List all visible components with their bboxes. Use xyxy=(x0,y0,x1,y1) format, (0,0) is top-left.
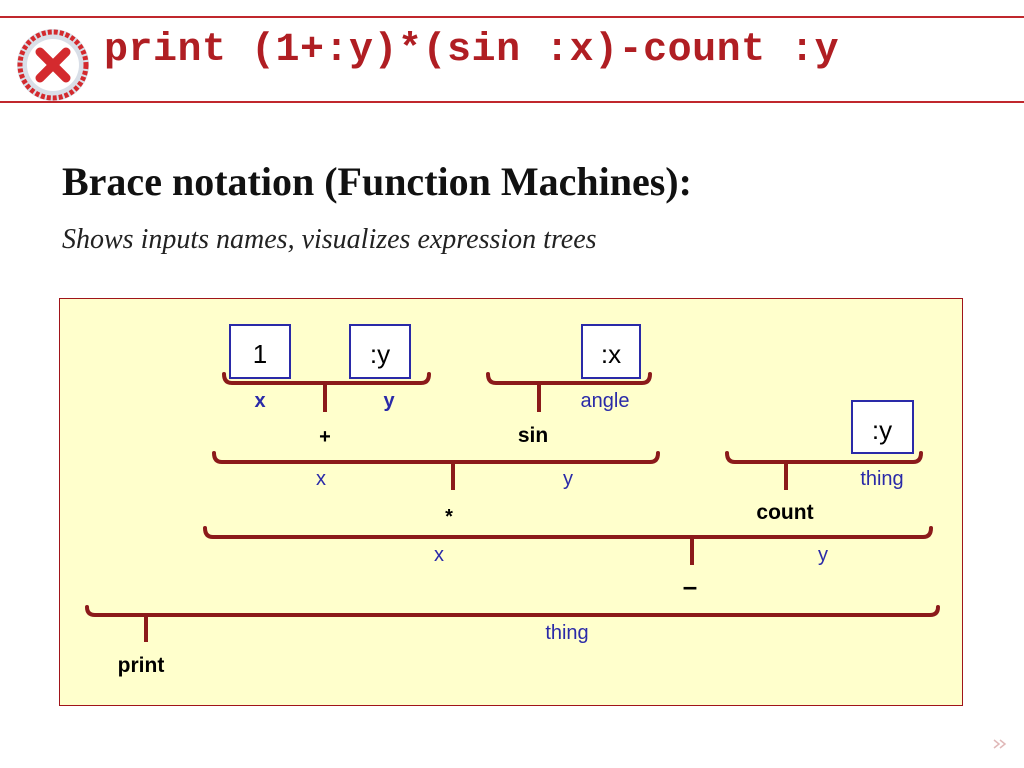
header-top-rule xyxy=(0,16,1024,18)
value-box-1 xyxy=(229,324,291,379)
value-box-1-label: 1 xyxy=(253,339,267,369)
input-name-sin-angle: angle xyxy=(581,390,630,412)
input-name-plus-x: x xyxy=(254,390,265,412)
corner-mark-icon xyxy=(993,739,1007,749)
function-count: count xyxy=(756,501,813,524)
expression-tree-diagram: 1 :y :x :y + sin * xyxy=(85,324,940,677)
function-sin: sin xyxy=(518,424,548,447)
expression-tree-panel: 1 :y :x :y + sin * xyxy=(59,298,963,706)
value-box-y-count-label: :y xyxy=(872,415,892,445)
input-name-minus-y: y xyxy=(818,544,828,566)
input-name-print-thing: thing xyxy=(545,622,588,644)
red-x-seal-icon xyxy=(17,29,89,101)
header-bottom-rule xyxy=(0,101,1024,103)
minus-brace xyxy=(203,526,933,539)
sin-brace xyxy=(486,372,652,385)
input-name-minus-x: x xyxy=(434,544,444,566)
plus-brace xyxy=(222,372,431,385)
count-brace xyxy=(725,451,923,464)
function-times: * xyxy=(445,506,453,528)
input-name-times-x: x xyxy=(316,468,326,490)
input-name-plus-y: y xyxy=(383,390,395,412)
value-box-x-label: :x xyxy=(601,339,621,369)
function-minus: – xyxy=(683,571,697,601)
input-name-count-thing: thing xyxy=(860,468,903,490)
print-brace xyxy=(85,605,940,617)
section-heading: Brace notation (Function Machines): xyxy=(62,159,692,204)
function-plus: + xyxy=(319,426,331,448)
input-name-times-y: y xyxy=(563,468,573,490)
value-box-y xyxy=(349,324,411,379)
slide-title: print (1+:y)*(sin :x)-count :y xyxy=(104,28,840,73)
value-box-y-count xyxy=(851,400,914,454)
value-box-x xyxy=(581,324,641,379)
section-subheading: Shows inputs names, visualizes expressio… xyxy=(62,224,597,255)
times-brace xyxy=(212,451,660,464)
value-box-y-label: :y xyxy=(370,339,390,369)
function-print: print xyxy=(118,654,165,677)
